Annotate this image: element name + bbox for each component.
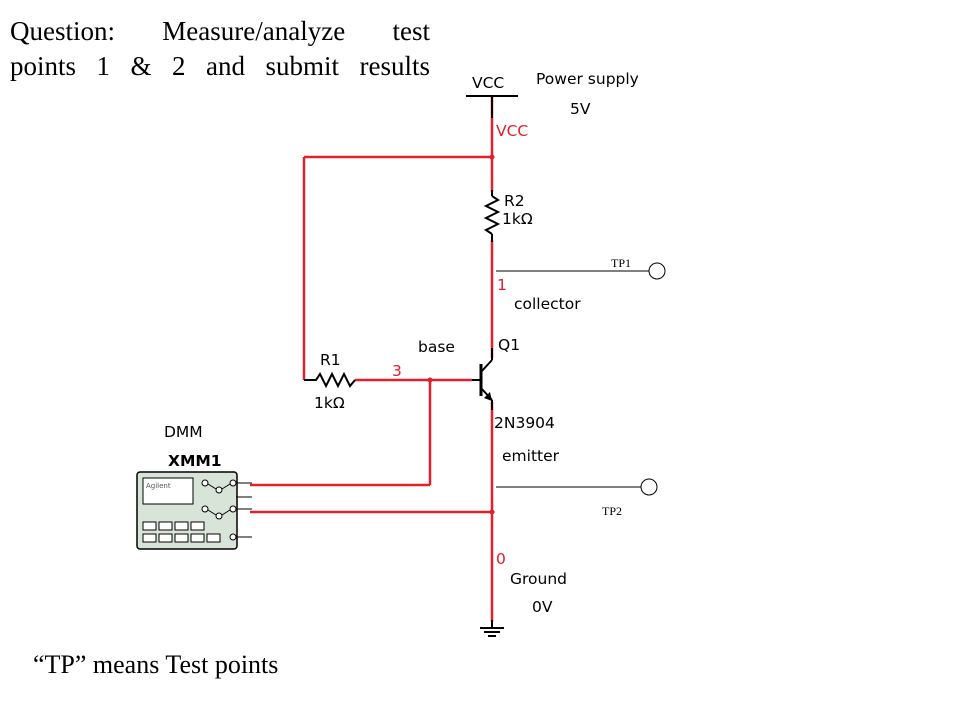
ground-symbol xyxy=(480,620,504,637)
r1-value: 1kΩ xyxy=(314,394,345,412)
base-net-number: 3 xyxy=(392,362,402,380)
dmm-keypad xyxy=(142,521,221,543)
dmm-label: DMM xyxy=(164,423,203,441)
junction-emitter xyxy=(489,509,495,515)
power-supply-value: 5V xyxy=(570,100,591,118)
r2-value: 1kΩ xyxy=(502,210,533,228)
resistor-r2 xyxy=(483,190,501,242)
resistor-r1 xyxy=(304,371,356,389)
emitter-label: emitter xyxy=(502,447,560,465)
test-point-2 xyxy=(496,478,658,496)
r1-name: R1 xyxy=(320,351,341,369)
ground-label: Ground xyxy=(510,570,567,588)
dmm-terminals xyxy=(201,479,252,541)
footnote-text: “TP” means Test points xyxy=(33,650,279,679)
ground-net-number: 0 xyxy=(496,550,506,568)
junction-base xyxy=(427,377,433,383)
ground-value: 0V xyxy=(532,598,553,616)
tp1-label: TP1 xyxy=(611,256,631,270)
vcc-symbol-label: VCC xyxy=(472,74,504,92)
tp2-label: TP2 xyxy=(602,504,622,518)
question-line-1: Question: Measure/analyze test xyxy=(10,16,430,46)
tp2-terminal xyxy=(640,478,658,496)
dmm-ref-label: XMM1 xyxy=(168,452,222,470)
question-text: Question: Measure/analyze test points 1 … xyxy=(10,14,430,84)
collector-net-number: 1 xyxy=(497,276,507,294)
transistor-q1 xyxy=(472,348,493,410)
r2-name: R2 xyxy=(504,192,525,210)
junction-vcc xyxy=(489,154,495,160)
question-line-2: points 1 & 2 and submit results xyxy=(10,51,430,81)
wires xyxy=(250,96,494,622)
q1-name: Q1 xyxy=(498,336,520,354)
dmm-brand: Agilent xyxy=(146,482,171,490)
dmm-display xyxy=(142,477,194,505)
tp1-terminal xyxy=(648,262,666,280)
test-point-1 xyxy=(496,262,666,280)
power-supply-label: Power supply xyxy=(536,70,639,88)
vcc-symbol xyxy=(466,95,518,118)
q1-part-number: 2N3904 xyxy=(494,414,555,432)
q1-emitter-arrow xyxy=(484,392,492,401)
dmm-instrument xyxy=(136,471,252,550)
base-label: base xyxy=(418,338,455,356)
vcc-net-label: VCC xyxy=(496,122,528,140)
collector-label: collector xyxy=(514,295,581,313)
